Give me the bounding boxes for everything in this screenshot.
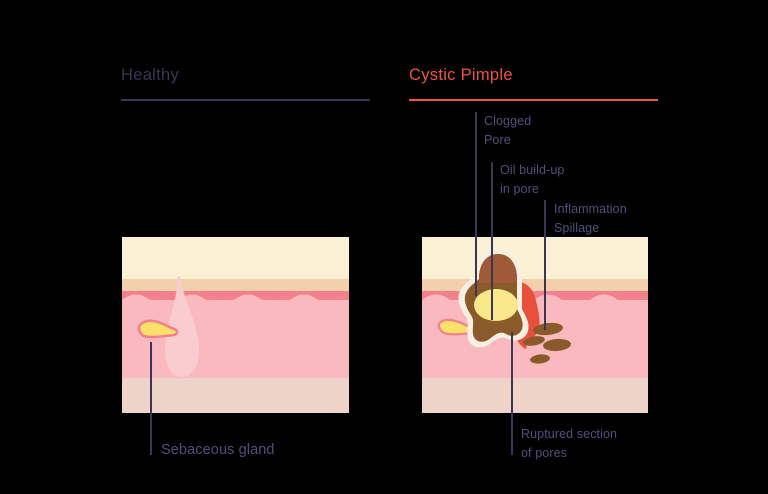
cystic-pimple-diagram [422,237,648,413]
column-title-healthy: Healthy [121,66,180,84]
healthy-skin-diagram [122,237,349,413]
skin-layer-subdermis [122,300,349,378]
column-title-cystic: Cystic Pimple [409,66,513,84]
leader-line-sebaceous-gland [150,342,152,455]
leader-line-inflammation [544,200,546,330]
leader-line-clogged-pore [475,112,477,296]
column-rule-cystic [409,99,658,101]
hair-follicle [165,277,199,377]
callout-inflammation-spillage: Inflammation Spillage [554,202,627,235]
callout-sebaceous-gland: Sebaceous gland [161,442,275,458]
column-rule-healthy [121,99,370,101]
skin-layer-epidermis [122,237,349,279]
leader-line-ruptured-section [511,332,513,455]
leader-line-oil-buildup [491,162,493,320]
skin-layer-hypodermis [122,378,349,413]
spillage-blobs [523,322,571,364]
callout-oil-buildup: Oil build-up in pore [500,163,565,196]
skin-layer-epidermis [422,237,648,279]
callout-clogged-pore: Clogged Pore [484,114,532,147]
skin-layer-hypodermis [422,378,648,413]
callout-ruptured-section: Ruptured section of pores [521,427,618,460]
sebaceous-gland [137,319,179,339]
